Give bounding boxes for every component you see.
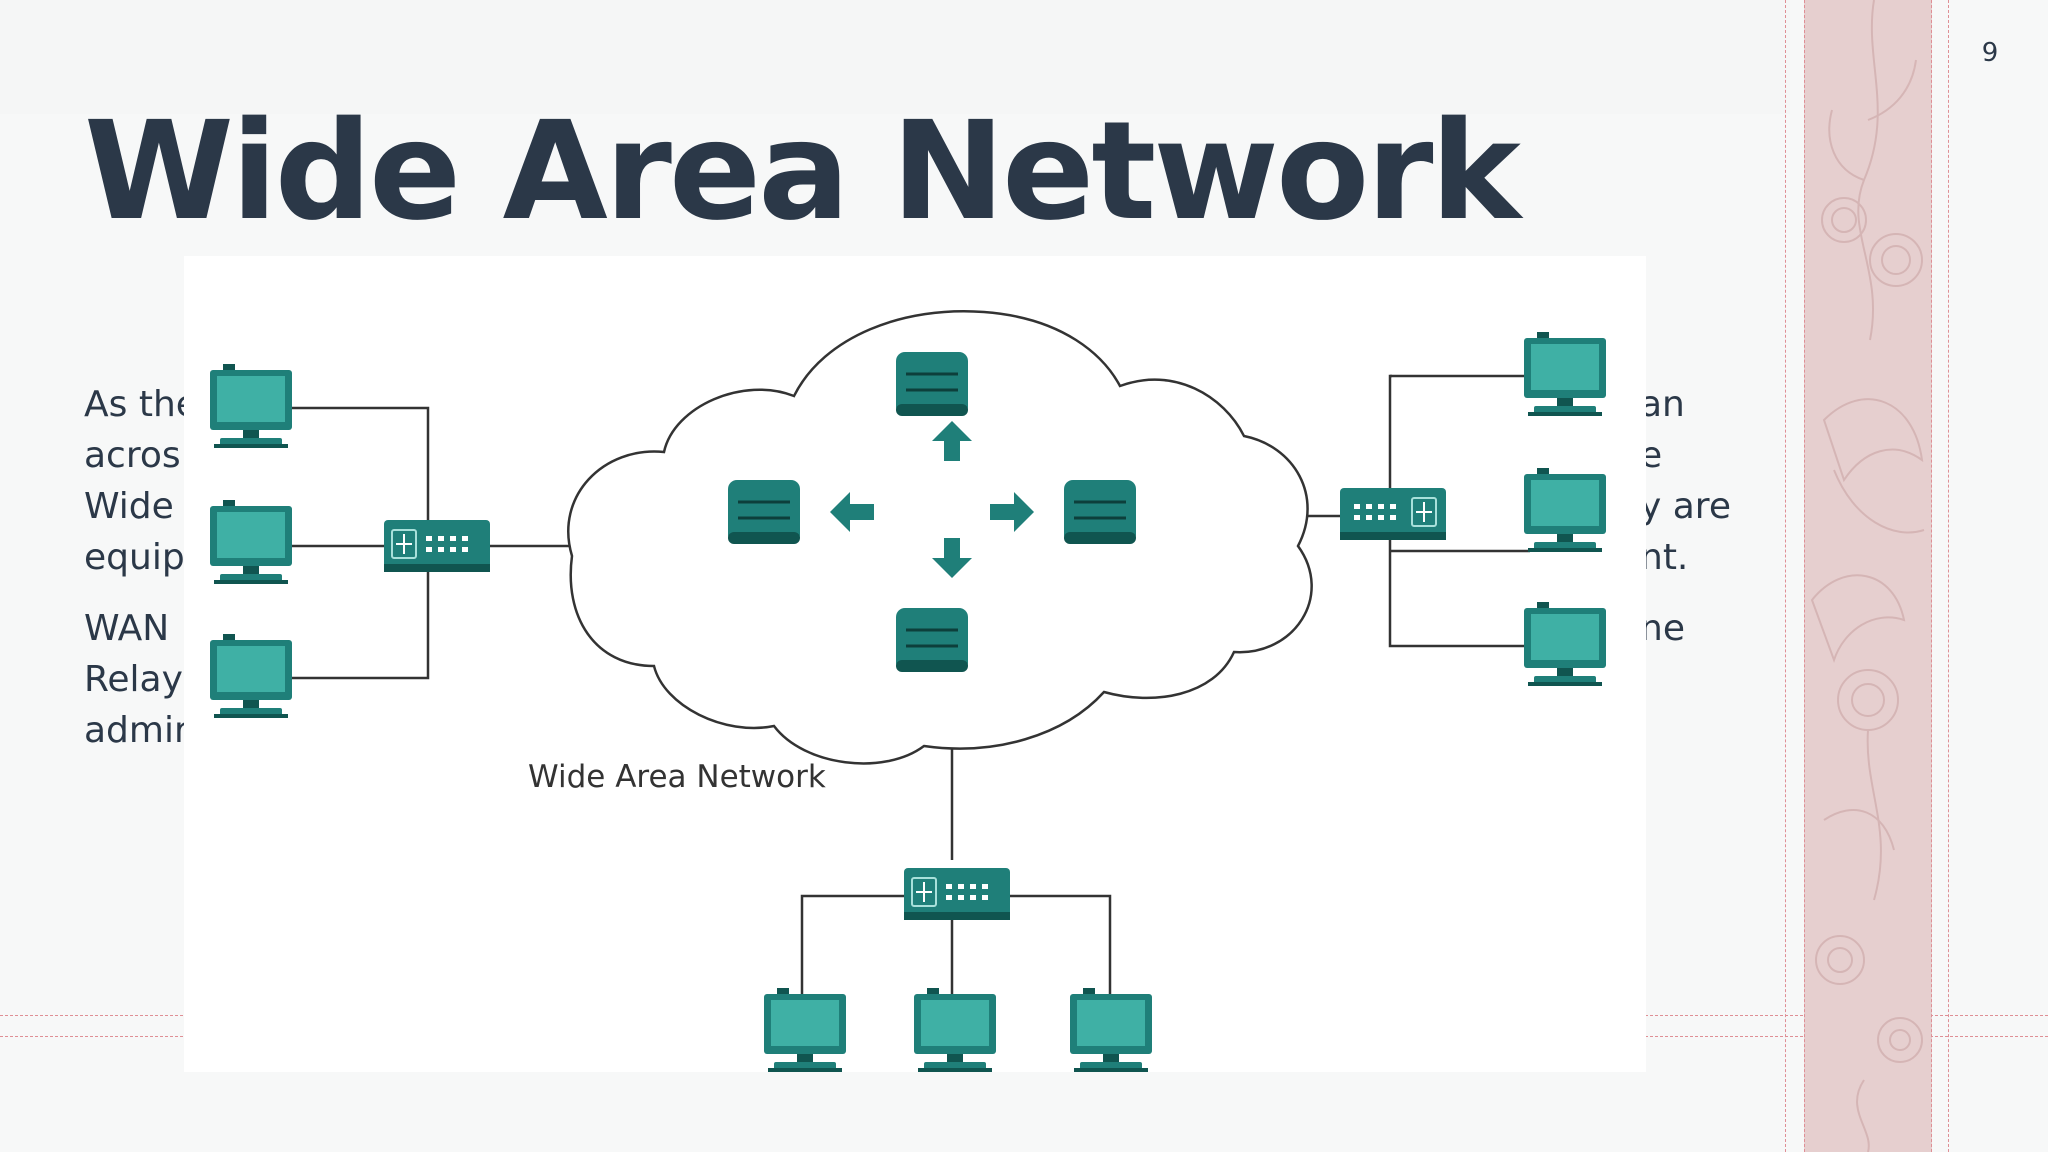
computer-icon: [210, 634, 292, 718]
page-number: 9: [1981, 38, 1999, 68]
computer-icon: [210, 500, 292, 584]
body-text-line: nt.: [1640, 537, 1689, 578]
decorative-dashed-line: [1785, 0, 1786, 1152]
switch-icon: [1339, 487, 1447, 541]
body-text-line: ne: [1640, 608, 1685, 649]
switch-icon: [903, 867, 1011, 921]
router-icon: [894, 350, 970, 418]
computer-icon: [1070, 988, 1152, 1072]
body-text-line: Relay,: [84, 659, 195, 700]
body-text-line: WAN: [84, 608, 170, 649]
wan-diagram-svg: Wide Area Network: [210, 310, 1606, 1072]
arrow-down-icon: [932, 538, 972, 578]
decorative-dashed-line: [1804, 0, 1805, 1152]
cloud-shape: [567, 310, 1313, 765]
computer-icon: [1524, 468, 1606, 552]
diagram-caption: Wide Area Network: [528, 759, 826, 795]
wan-diagram: Wide Area Network: [184, 256, 1646, 1072]
arrow-up-icon: [932, 421, 972, 461]
computer-icon: [210, 364, 292, 448]
arrow-left-icon: [830, 492, 874, 532]
body-text-line: As the: [84, 384, 198, 425]
switch-icon: [383, 519, 491, 573]
body-text-line: y are: [1640, 486, 1731, 527]
body-text-line: equip: [84, 537, 185, 578]
arrow-right-icon: [990, 492, 1034, 532]
computer-icon: [1524, 332, 1606, 416]
decorative-dashed-line: [1931, 0, 1932, 1152]
computer-icon: [914, 988, 996, 1072]
slide-title: Wide Area Network: [84, 93, 1521, 251]
body-text-line: Wide: [84, 486, 174, 527]
computer-icon: [764, 988, 846, 1072]
header-band: [0, 0, 1790, 114]
router-icon: [726, 478, 802, 546]
router-icon: [894, 606, 970, 674]
body-text-line: an: [1640, 384, 1685, 425]
decorative-dashed-line: [1948, 0, 1949, 1152]
computer-icon: [1524, 602, 1606, 686]
body-text-line: admir: [84, 710, 189, 751]
floral-decoration-strip: [1804, 0, 1932, 1152]
router-icon: [1062, 478, 1138, 546]
floral-pattern-icon: [1810, 0, 1925, 1152]
body-text-line: acros: [84, 435, 181, 476]
